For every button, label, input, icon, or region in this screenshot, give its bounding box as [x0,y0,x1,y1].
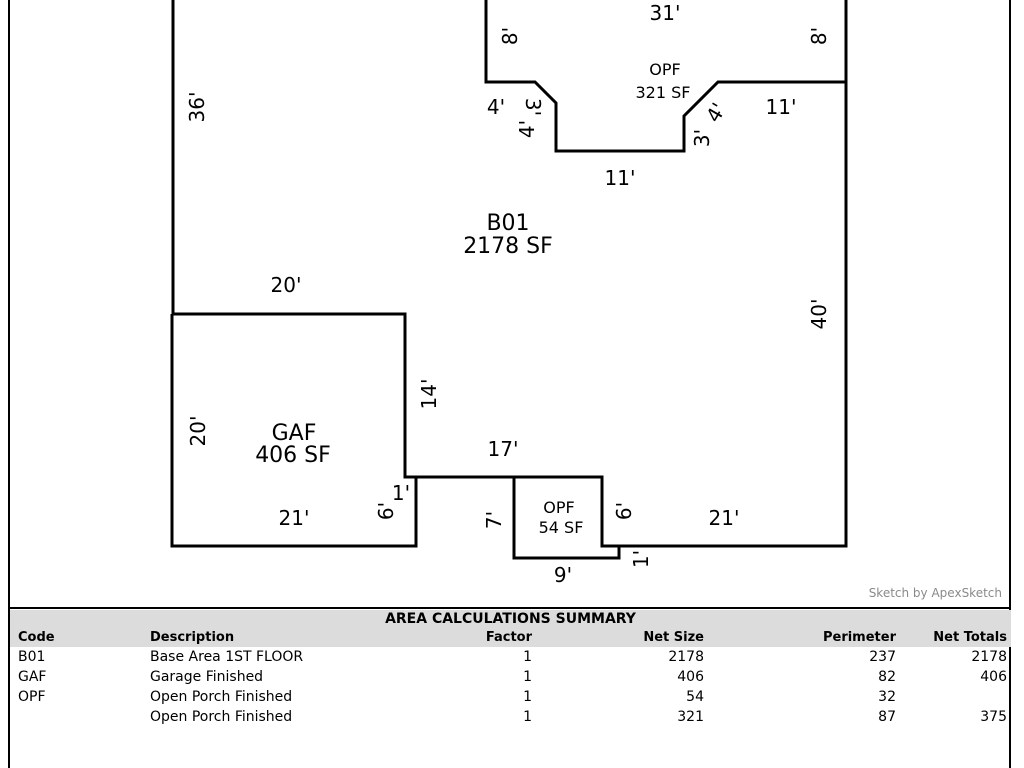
dim-east-21: 21' [709,506,740,530]
opf-top-size-label: 321 SF [636,83,691,102]
area-summary: AREA CALCULATIONS SUMMARY Code Descripti… [10,610,1011,727]
cell-net-size: 54 [686,689,704,705]
cell-code: GAF [18,669,47,685]
header-net-size: Net Size [643,630,704,645]
dim-garage-20-top: 20' [271,273,302,297]
summary-title: AREA CALCULATIONS SUMMARY [10,610,1011,629]
cell-net-size: 406 [677,669,704,685]
floor-plan-sketch: B01 2178 SF GAF 406 SF OPF 321 SF OPF 54… [170,0,848,587]
dim-bottom-11: 11' [605,166,636,190]
table-row: GAF Garage Finished 1 406 82 406 [10,667,1011,687]
dim-left-8: 8' [498,27,522,45]
table-row: Open Porch Finished 1 321 87 375 [10,707,1011,727]
dim-porch-7: 7' [482,511,506,529]
section-divider [10,607,1011,609]
cell-net-totals: 406 [980,669,1007,685]
dim-east-40: 40' [807,299,831,330]
cell-net-totals: 2178 [971,649,1007,665]
cell-net-totals: 375 [980,709,1007,725]
gaf-size-label: 406 SF [255,443,331,468]
cell-perimeter: 87 [878,709,896,725]
cell-net-size: 2178 [668,649,704,665]
header-factor: Factor [485,630,532,645]
opf-bottom-code-label: OPF [543,498,574,517]
header-net-totals: Net Totals [933,630,1007,645]
sketch-frame [8,0,1011,768]
dim-left-4: 4' [487,95,505,119]
cell-factor: 1 [523,709,532,725]
dim-right-8: 8' [807,27,831,45]
cell-factor: 1 [523,689,532,705]
dim-top-31: 31' [650,1,681,25]
header-code: Code [18,630,55,645]
dim-porch-17: 17' [488,437,519,461]
dim-right-3: 3' [690,129,714,147]
dim-right-11: 11' [766,95,797,119]
dim-garage-6: 6' [374,502,398,520]
cell-factor: 1 [523,669,532,685]
sketch-credit: Sketch by ApexSketch [868,586,1002,600]
top-porch-outline [484,0,846,153]
cell-code [10,707,142,727]
header-perimeter: Perimeter [822,630,896,645]
summary-table: Code Description Factor Net Size Perimet… [10,629,1011,727]
cell-description: Base Area 1ST FLOOR [150,649,304,665]
b01-size-label: 2178 SF [463,234,553,259]
opf-bottom-size-label: 54 SF [539,518,584,537]
dim-porch-1: 1' [629,550,653,568]
dim-garage-14: 14' [417,379,441,410]
summary-header-row: Code Description Factor Net Size Perimet… [10,629,1011,647]
dim-garage-20-side: 20' [186,416,210,447]
cell-code: B01 [18,649,46,665]
cell-description: Garage Finished [150,669,264,685]
cell-perimeter: 32 [878,689,896,705]
cell-net-totals [900,687,1011,707]
b01-code-label: B01 [486,211,529,236]
cell-description: Open Porch Finished [150,709,293,725]
dim-left-3: 3' [521,98,545,116]
cell-code: OPF [18,689,46,705]
bottom-porch-outline [514,475,619,548]
base-area-east-wall [405,0,848,560]
cell-factor: 1 [523,649,532,665]
dim-west-36: 36' [185,92,209,123]
cell-description: Open Porch Finished [150,689,293,705]
table-row: OPF Open Porch Finished 1 54 32 [10,687,1011,707]
cell-perimeter: 82 [878,669,896,685]
dim-porch-6: 6' [612,502,636,520]
cell-net-size: 321 [677,709,704,725]
table-row: B01 Base Area 1ST FLOOR 1 2178 237 2178 [10,647,1011,667]
cell-perimeter: 237 [869,649,896,665]
dim-garage-1: 1' [392,481,410,505]
dim-left-4-diag: 4' [515,120,539,138]
dim-garage-21: 21' [279,506,310,530]
gaf-code-label: GAF [272,421,317,446]
header-description: Description [150,630,235,645]
dim-porch-9: 9' [554,563,572,587]
dim-right-4: 4' [701,99,731,127]
opf-top-code-label: OPF [649,60,680,79]
